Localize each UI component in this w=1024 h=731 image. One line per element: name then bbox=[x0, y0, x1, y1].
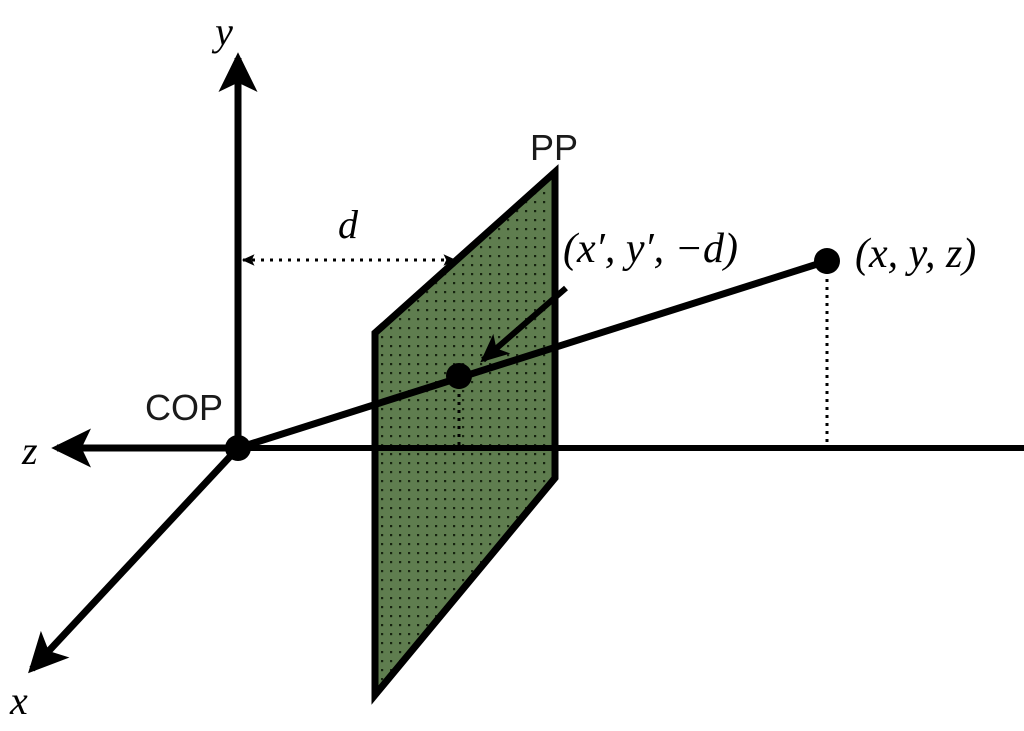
projection-plane-label: PP bbox=[530, 127, 578, 168]
x-axis bbox=[28, 445, 241, 674]
projected-point-marker bbox=[446, 363, 472, 389]
projection-plane bbox=[371, 164, 559, 705]
world-point-marker bbox=[814, 248, 840, 274]
distance-label: d bbox=[338, 202, 359, 247]
world-point-label: (x, y, z) bbox=[855, 231, 976, 277]
cop-label: COP bbox=[145, 387, 223, 428]
projection-ray bbox=[236, 257, 829, 452]
cop-point-marker bbox=[225, 435, 251, 461]
projected-point-leader-arrow bbox=[480, 285, 568, 363]
projected-point-label: (x′, y′, −d) bbox=[563, 226, 738, 272]
z-axis-label: z bbox=[21, 428, 38, 473]
y-axis-label: y bbox=[211, 9, 233, 54]
x-axis-label: x bbox=[9, 678, 28, 723]
